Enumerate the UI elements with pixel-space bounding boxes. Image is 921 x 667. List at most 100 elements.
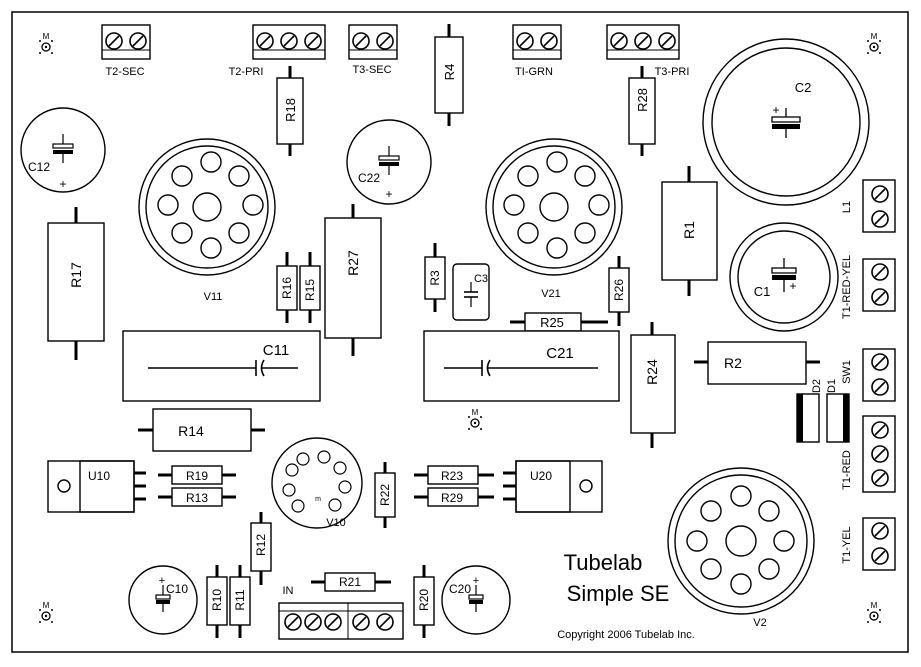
resistor-r3: R3 — [424, 243, 446, 312]
svg-text:M: M — [871, 32, 878, 41]
svg-text:T2-SEC: T2-SEC — [105, 66, 144, 78]
board-title-line2: Simple SE — [567, 581, 670, 606]
mount-hole-tr: M — [866, 32, 882, 55]
capacitor-c20: + C20 — [441, 565, 511, 635]
terminal-t2-sec: T2-SEC — [101, 24, 151, 78]
svg-text:T1-RED: T1-RED — [841, 450, 853, 490]
mount-hole-center: M — [467, 408, 483, 431]
mount-hole-bl: M — [38, 601, 54, 624]
svg-text:U20: U20 — [530, 469, 552, 483]
terminal-t2-pri: T2-PRI — [229, 24, 326, 78]
svg-text:T3-SEC: T3-SEC — [352, 64, 391, 76]
svg-text:C21: C21 — [546, 345, 574, 362]
resistor-r16: R16 — [276, 252, 298, 323]
svg-text:+: + — [473, 575, 479, 587]
terminal-t1-red: T1-RED — [841, 415, 896, 493]
svg-text:R1: R1 — [681, 221, 697, 239]
terminal-tl-grn: TI-GRN — [512, 24, 562, 78]
svg-text:R13: R13 — [186, 491, 208, 505]
svg-text:R21: R21 — [339, 575, 361, 589]
svg-text:D1: D1 — [826, 379, 838, 393]
resistor-r14: R14 — [138, 408, 265, 452]
svg-text:R23: R23 — [441, 469, 463, 483]
tube-socket-v11: V11 — [138, 138, 276, 303]
resistor-r26: R26 — [608, 256, 630, 326]
board-title-line1: Tubelab — [564, 550, 643, 575]
capacitor-c12: + C12 — [20, 107, 106, 193]
svg-text:R18: R18 — [283, 98, 298, 122]
svg-text:R20: R20 — [417, 589, 431, 611]
svg-text:R26: R26 — [612, 279, 626, 301]
diode-d2: D2 — [796, 379, 823, 443]
svg-text:SW1: SW1 — [841, 360, 853, 384]
resistor-r25: R25 — [510, 312, 608, 332]
svg-text:M: M — [472, 408, 479, 417]
svg-text:M: M — [871, 601, 878, 610]
svg-text:R16: R16 — [280, 277, 294, 299]
svg-text:T3-PRI: T3-PRI — [655, 66, 690, 78]
terminal-t3-sec: T3-SEC — [348, 24, 398, 76]
svg-text:R22: R22 — [378, 484, 392, 506]
resistor-r18: R18 — [276, 66, 304, 156]
diode-d1: D1 — [826, 379, 850, 443]
svg-text:C11: C11 — [263, 342, 289, 359]
svg-text:C22: C22 — [358, 171, 380, 185]
svg-text:+: + — [385, 187, 392, 201]
resistor-r13: R13 — [158, 487, 236, 507]
svg-text:R12: R12 — [254, 534, 268, 556]
capacitor-c1: + C1 — [729, 222, 839, 332]
tube-socket-v21: V21 — [485, 138, 623, 300]
resistor-r12: R12 — [250, 512, 272, 585]
capacitor-c10: + C10 — [128, 565, 198, 635]
resistor-r4: R4 — [434, 24, 464, 126]
svg-text:T1-RED-YEL: T1-RED-YEL — [841, 255, 853, 319]
terminal-t3-pri: T3-PRI — [606, 24, 690, 78]
terminal-in: IN — [278, 585, 404, 640]
terminal-t1-yel: T1-YEL — [841, 517, 896, 571]
svg-text:m: m — [315, 496, 321, 503]
resistor-r19: R19 — [158, 465, 236, 485]
capacitor-c22: + C22 — [346, 119, 432, 205]
svg-text:R19: R19 — [186, 469, 208, 483]
resistor-r20: R20 — [413, 565, 435, 638]
svg-text:C12: C12 — [28, 160, 50, 174]
svg-text:M: M — [43, 601, 50, 610]
svg-text:L1: L1 — [841, 201, 853, 213]
copyright-text: Copyright 2006 Tubelab Inc. — [557, 629, 695, 641]
svg-text:R29: R29 — [441, 491, 463, 505]
resistor-r11: R11 — [229, 565, 251, 638]
resistor-r2: R2 — [694, 341, 820, 385]
resistor-r21: R21 — [311, 572, 391, 592]
terminal-t1-red-yel: T1-RED-YEL — [841, 255, 896, 319]
svg-text:R25: R25 — [540, 315, 564, 330]
svg-text:+: + — [159, 575, 165, 587]
svg-text:C10: C10 — [166, 582, 188, 596]
svg-text:TI-GRN: TI-GRN — [515, 66, 553, 78]
svg-text:U10: U10 — [88, 469, 110, 483]
svg-text:R11: R11 — [233, 589, 247, 610]
resistor-r24: R24 — [630, 322, 676, 448]
svg-text:T2-PRI: T2-PRI — [229, 66, 264, 78]
capacitor-c11: C11 — [122, 330, 321, 402]
svg-text:IN: IN — [283, 585, 294, 597]
svg-text:R28: R28 — [635, 88, 650, 112]
resistor-r22: R22 — [374, 462, 396, 528]
resistor-r29: R29 — [414, 487, 494, 507]
svg-text:D2: D2 — [811, 379, 823, 393]
resistor-r10: R10 — [206, 565, 228, 638]
capacitor-c21: C21 — [423, 330, 620, 402]
svg-text:V2: V2 — [753, 617, 766, 629]
regulator-u20: U20 — [503, 460, 603, 513]
mount-hole-tl: M — [38, 32, 54, 55]
svg-text:V21: V21 — [541, 288, 561, 300]
terminal-l1: L1 — [841, 179, 896, 233]
svg-text:C3: C3 — [474, 273, 488, 285]
svg-text:+: + — [772, 103, 779, 117]
svg-text:R17: R17 — [68, 262, 84, 288]
svg-text:R27: R27 — [345, 250, 361, 276]
resistor-r23: R23 — [414, 465, 494, 485]
resistor-r15: R15 — [299, 252, 321, 323]
svg-text:R3: R3 — [428, 270, 442, 286]
regulator-u10: U10 — [47, 460, 146, 513]
